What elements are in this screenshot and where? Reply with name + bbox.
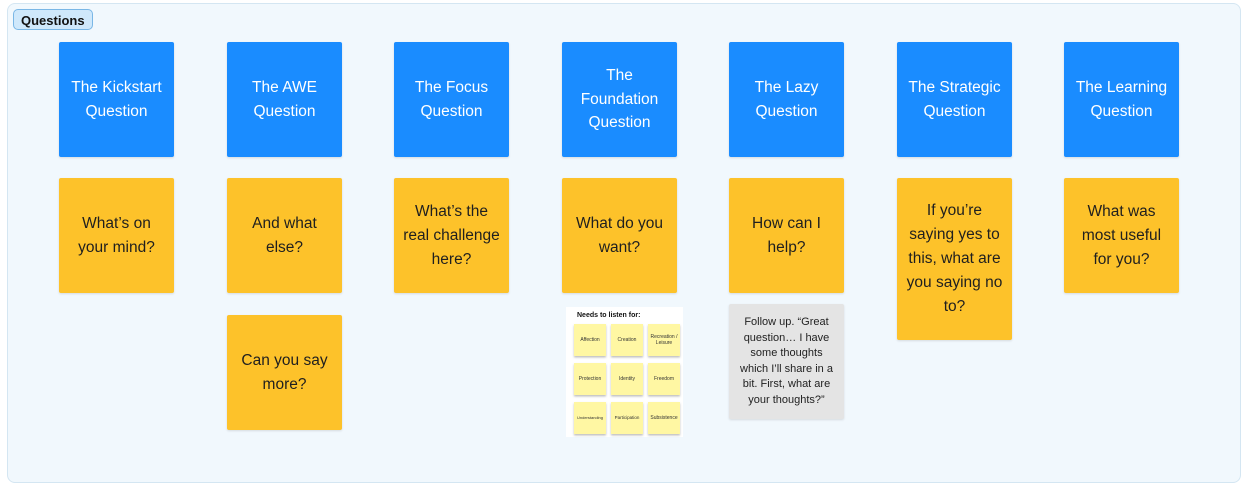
need-note: Participation: [611, 402, 643, 434]
sticky-lazy-title[interactable]: The Lazy Question: [729, 42, 844, 157]
need-note: Affection: [574, 324, 606, 356]
sticky-strategic-title[interactable]: The Strategic Question: [897, 42, 1012, 157]
sticky-learning-question[interactable]: What was most useful for you?: [1064, 178, 1179, 293]
sticky-foundation-question[interactable]: What do you want?: [562, 178, 677, 293]
sticky-lazy-question[interactable]: How can I help?: [729, 178, 844, 293]
sticky-awe-followup[interactable]: Can you say more?: [227, 315, 342, 430]
need-note: Creation: [611, 324, 643, 356]
sticky-lazy-followup-note[interactable]: Follow up. “Great question… I have some …: [729, 304, 844, 419]
need-note: Freedom: [648, 363, 680, 395]
sticky-kickstart-title[interactable]: The Kickstart Question: [59, 42, 174, 157]
sticky-focus-title[interactable]: The Focus Question: [394, 42, 509, 157]
frame-label[interactable]: Questions: [13, 9, 93, 30]
sticky-kickstart-question[interactable]: What’s on your mind?: [59, 178, 174, 293]
needs-title: Needs to listen for:: [577, 312, 641, 319]
sticky-awe-question[interactable]: And what else?: [227, 178, 342, 293]
needs-image[interactable]: Needs to listen for: Affection Creation …: [566, 307, 683, 437]
need-note: Subsistence: [648, 402, 680, 434]
sticky-foundation-title[interactable]: The Foundation Question: [562, 42, 677, 157]
sticky-awe-title[interactable]: The AWE Question: [227, 42, 342, 157]
need-note: Protection: [574, 363, 606, 395]
needs-grid: Affection Creation Recreation / Leisure …: [574, 324, 680, 434]
need-note: Recreation / Leisure: [648, 324, 680, 356]
sticky-strategic-question[interactable]: If you’re saying yes to this, what are y…: [897, 178, 1012, 340]
need-note: Identity: [611, 363, 643, 395]
sticky-learning-title[interactable]: The Learning Question: [1064, 42, 1179, 157]
sticky-focus-question[interactable]: What’s the real challenge here?: [394, 178, 509, 293]
need-note: Understanding: [574, 402, 606, 434]
